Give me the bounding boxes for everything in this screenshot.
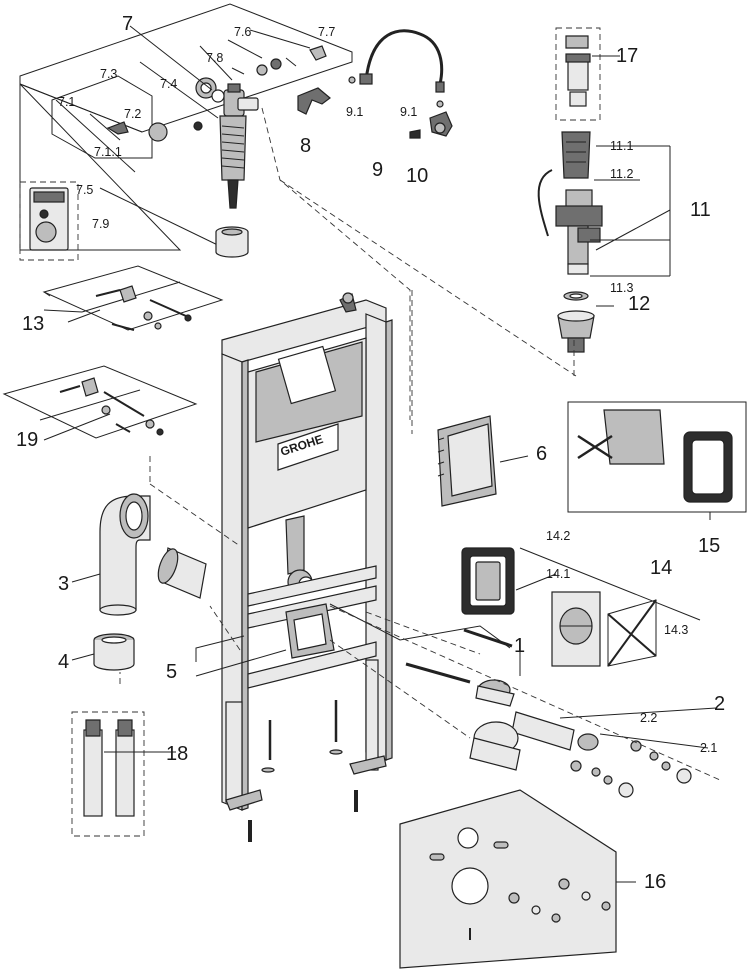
flush-valve-body-part [555, 189, 670, 275]
flush-plate-part [551, 591, 601, 667]
callout-2-1: 2.1 [700, 741, 717, 755]
callout-7-8: 7.8 [206, 51, 223, 65]
actuator-cord-part [537, 169, 553, 237]
callout-4: 4 [58, 651, 69, 673]
callout-14: 14 [650, 557, 672, 579]
alignment-dashes [119, 107, 721, 781]
drain-bend-part [99, 493, 151, 616]
frame-part-14-1 [461, 547, 515, 615]
callout-15: 15 [698, 535, 720, 557]
wall-bracket-part [95, 285, 192, 331]
threaded-rod-part [405, 628, 515, 707]
mounting-frame-part [683, 431, 733, 503]
actuating-lever-part [297, 87, 331, 115]
cap-part [93, 633, 135, 671]
callout-7-3: 7.3 [100, 67, 117, 81]
wall-brackets-part [71, 711, 145, 837]
callout-14-2: 14.2 [546, 529, 570, 543]
overflow-pipe-part [561, 131, 591, 179]
callout-3: 3 [58, 573, 69, 595]
callout-13: 13 [22, 313, 44, 335]
callout-6: 6 [536, 443, 547, 465]
valve-nut-set-part [231, 45, 327, 76]
valve-cap-part [565, 35, 591, 107]
callout-7-7: 7.7 [318, 25, 335, 39]
wc-connection-part [285, 603, 335, 659]
crossed-panel-part [607, 599, 657, 667]
callout-18: 18 [166, 743, 188, 765]
callout-9-1-right: 9.1 [400, 105, 417, 119]
callout-7-1: 7.1 [58, 95, 75, 109]
callout-5: 5 [166, 661, 177, 683]
callout-11-1: 11.1 [610, 139, 633, 153]
callout-16: 16 [644, 871, 666, 893]
flex-hose-part [348, 29, 445, 108]
callout-11-2: 11.2 [610, 167, 633, 181]
sleeve-part [215, 226, 249, 258]
callout-labels: 7 7.1 7.1.1 7.2 7.3 7.4 7.5 7.6 7.7 7.8 … [16, 13, 725, 893]
callout-1: 1 [514, 635, 525, 657]
callout-11-3: 11.3 [610, 281, 633, 295]
callout-8: 8 [300, 135, 311, 157]
callout-10: 10 [406, 165, 428, 187]
access-box-part [437, 415, 529, 507]
callout-12: 12 [628, 293, 650, 315]
frame-feet-part [225, 659, 387, 811]
callout-9-1-left: 9.1 [346, 105, 363, 119]
kit-7-fill-valve-group [19, 3, 453, 261]
installation-frame: GROHE [221, 292, 393, 842]
callout-7-5: 7.5 [76, 183, 93, 197]
wall-fixing-kit-19 [2, 365, 198, 439]
fill-valve-part [219, 83, 259, 209]
flush-valve-seat-part [557, 310, 595, 353]
bracket-set-part [59, 377, 164, 436]
callout-7-2: 7.2 [124, 107, 141, 121]
angle-valve-part [409, 111, 453, 139]
spare-parts-bag-part [19, 181, 79, 261]
callout-9: 9 [372, 159, 383, 181]
leader-lines [43, 25, 717, 883]
callout-7-9: 7.9 [92, 217, 109, 231]
callout-2-2: 2.2 [640, 711, 657, 725]
callout-7-4: 7.4 [160, 77, 177, 91]
callout-17: 17 [616, 45, 638, 67]
callout-14-1: 14.1 [546, 567, 570, 581]
callout-7-6: 7.6 [234, 25, 251, 39]
filter-nut-part [148, 122, 168, 142]
flush-valve-group [537, 27, 671, 353]
brand-plate: GROHE [277, 423, 339, 471]
drain-pipe-part [469, 711, 599, 771]
connector-sleeve-part [157, 547, 207, 599]
flush-plate-group [461, 547, 701, 667]
soundproofing-mat-part [399, 789, 617, 969]
callout-7: 7 [122, 13, 133, 35]
callout-7-1-1: 7.1.1 [94, 145, 122, 159]
service-panel-group [567, 401, 747, 520]
callout-19: 19 [16, 429, 38, 451]
callout-11: 11 [690, 199, 711, 221]
clip-part [106, 121, 129, 135]
callout-2: 2 [714, 693, 725, 715]
callout-14-3: 14.3 [664, 623, 688, 637]
crossed-out-parts [577, 409, 665, 465]
wall-fixing-kit-13 [42, 265, 224, 331]
washers-nuts-part [570, 740, 692, 798]
